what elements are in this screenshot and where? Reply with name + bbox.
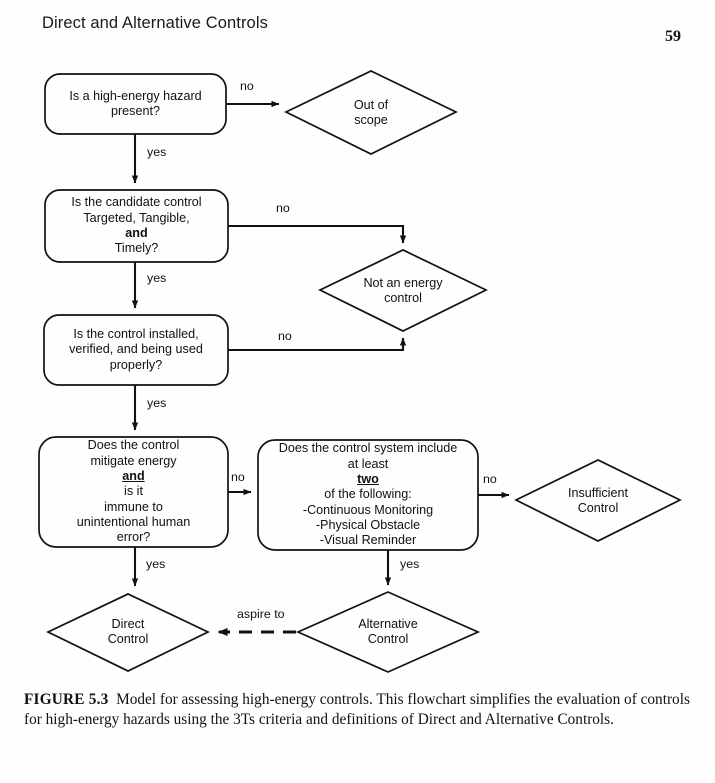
edge-label-aspire-to: aspire to [237, 607, 285, 621]
edge-label-q3-no: no [278, 329, 292, 343]
figure-caption-label: FIGURE 5.3 [24, 691, 109, 708]
edge-q3-no [228, 337, 407, 352]
node-diamond-alternative [295, 591, 481, 673]
edge-label-q1-no: no [240, 79, 254, 93]
edge-q2-no [228, 224, 407, 244]
figure-caption-text: Model for assessing high-energy controls… [24, 691, 690, 728]
flowchart: out of scope (no) --> q2 (yes) --> not a… [0, 55, 715, 680]
edge-label-q4-no: no [231, 470, 245, 484]
node-box-q5 [257, 439, 479, 551]
edge-label-q1-yes: yes [147, 145, 167, 159]
edge-label-q5-yes: yes [400, 557, 420, 571]
flowchart-graphics: out of scope (no) --> q2 (yes) --> not a… [38, 70, 682, 673]
node-box-q2 [44, 189, 229, 263]
page-number: 59 [665, 28, 681, 45]
edge-label-q2-no: no [276, 201, 290, 215]
edge-label-q4-yes: yes [146, 557, 166, 571]
edge-label-q5-no: no [483, 472, 497, 486]
figure-caption: FIGURE 5.3 Model for assessing high-ener… [24, 690, 692, 730]
node-diamond-direct [46, 593, 210, 672]
edge-label-q3-yes: yes [147, 396, 167, 410]
node-diamond-out-of-scope [284, 70, 458, 155]
edge-label-q2-yes: yes [147, 271, 167, 285]
node-box-q1 [44, 73, 227, 135]
running-head: Direct and Alternative Controls [42, 14, 268, 32]
node-diamond-insufficient [514, 459, 682, 542]
node-diamond-not-energy [318, 249, 488, 332]
node-box-q4 [38, 436, 229, 548]
node-box-q3 [43, 314, 229, 386]
